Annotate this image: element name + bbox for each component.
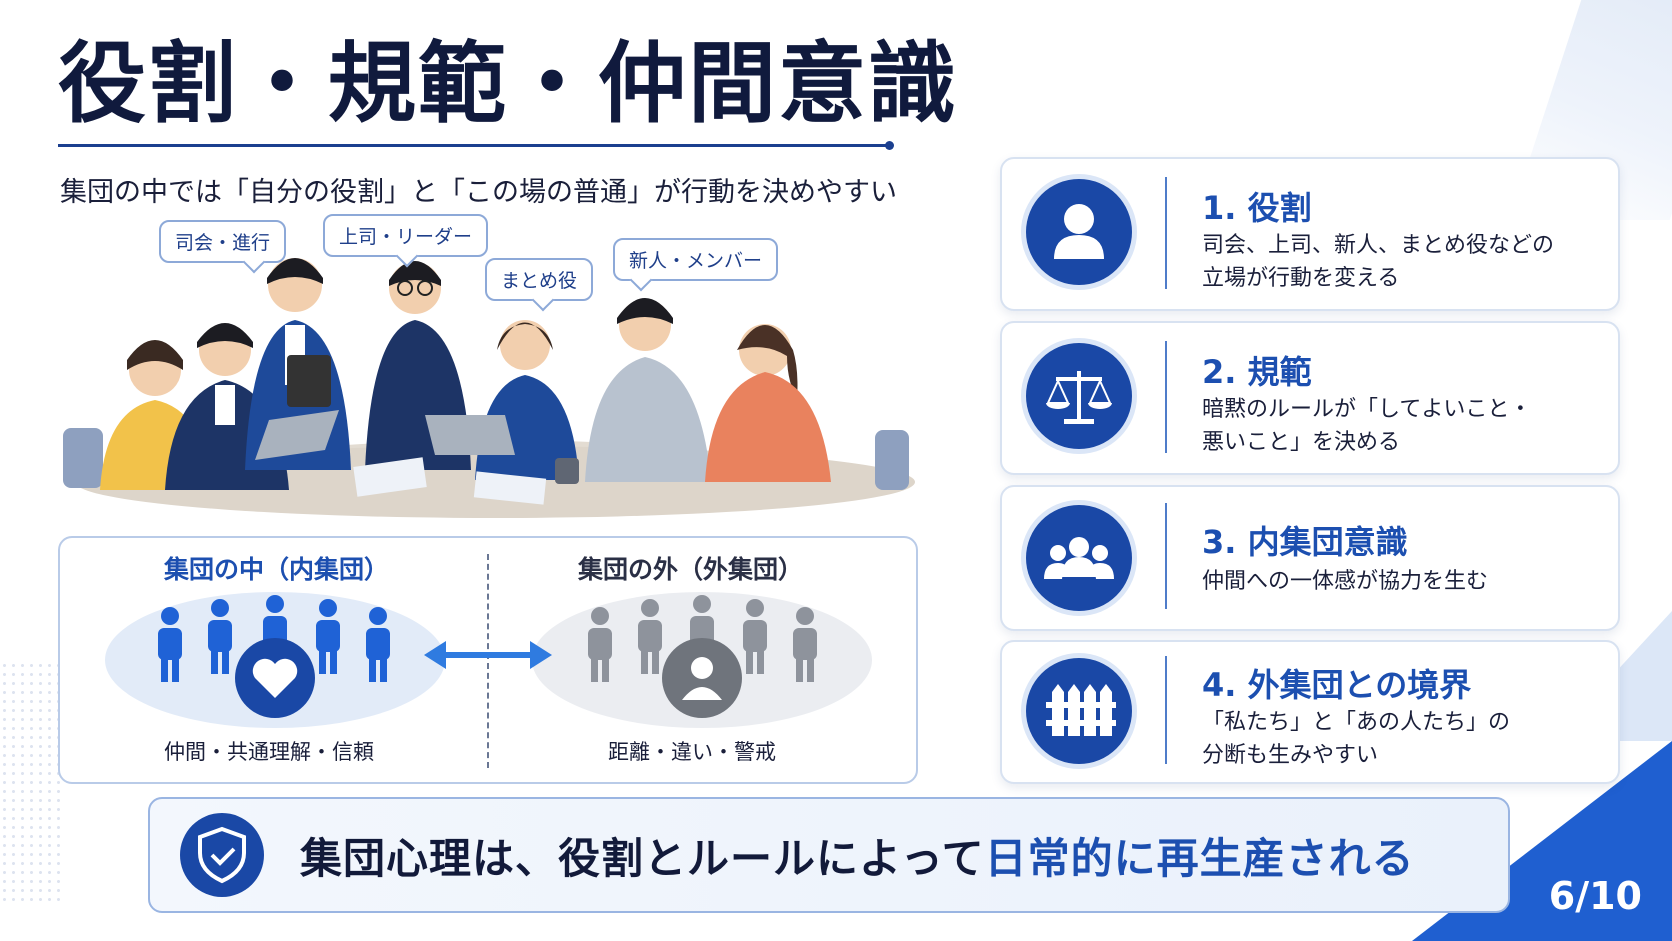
- bubble-newcomer-member: 新人・メンバー: [613, 238, 779, 281]
- card-divider: [1165, 656, 1167, 764]
- page-title: 役割・規範・仲間意識: [58, 32, 959, 135]
- card-description-line1: 「私たち」と「あの人たち」の: [1202, 710, 1511, 735]
- summary-text-main: 集団心理は、役割とルールによって: [300, 834, 985, 883]
- in-group-label: 集団の中（内集団）: [164, 555, 390, 584]
- group-comparison-box: 集団の中（内集団） 集団の外（外集団）: [58, 536, 918, 784]
- out-group-caption: 距離・違い・警戒: [608, 740, 776, 764]
- in-group-caption: 仲間・共通理解・信頼: [164, 740, 374, 764]
- bubble-boss-leader: 上司・リーダー: [323, 214, 489, 257]
- title-underline: [58, 141, 894, 150]
- page-number: 6/10: [1548, 874, 1642, 918]
- out-group-label: 集団の外（外集団）: [578, 555, 804, 584]
- card-description-line1: 仲間への一体感が協力を生む: [1202, 569, 1489, 594]
- card-norms: 2. 規範 暗黙のルールが「してよいこと・ 悪いこと」を決める: [1000, 321, 1620, 475]
- double-arrow-icon: [424, 641, 552, 669]
- meeting-illustration: 司会・進行 上司・リーダー まとめ役 新人・メンバー: [55, 214, 925, 600]
- meeting-scene: [55, 258, 925, 600]
- card-description-line1: 暗黙のルールが「してよいこと・: [1202, 397, 1532, 422]
- shield-check-icon: [180, 813, 264, 897]
- person-icon: [662, 638, 742, 718]
- card-divider: [1165, 177, 1167, 289]
- summary-text: 集団心理は、役割とルールによって日常的に再生産される: [300, 825, 1415, 886]
- card-title: 3. 内集団意識: [1202, 523, 1408, 561]
- group-icon: [1026, 505, 1132, 611]
- group-figures: [105, 592, 872, 728]
- heart-icon: [235, 638, 315, 718]
- group-divider: [487, 554, 489, 768]
- scales-icon: [1026, 343, 1132, 449]
- page-subtitle: 集団の中では「自分の役割」と「この場の普通」が行動を決めやすい: [60, 177, 897, 208]
- card-divider: [1165, 341, 1167, 453]
- card-description-line2: 分断も生みやすい: [1202, 743, 1379, 768]
- card-description-line2: 悪いこと」を決める: [1202, 430, 1401, 455]
- bubble-facilitator: 司会・進行: [159, 220, 287, 263]
- card-title: 1. 役割: [1202, 189, 1312, 227]
- card-role: 1. 役割 司会、上司、新人、まとめ役などの 立場が行動を変える: [1000, 157, 1620, 311]
- card-description-line2: 立場が行動を変える: [1202, 266, 1400, 291]
- card-outgroup: 4. 外集団との境界 「私たち」と「あの人たち」の 分断も生みやすい: [1000, 640, 1620, 784]
- bubble-coordinator: まとめ役: [485, 258, 594, 301]
- card-title: 2. 規範: [1202, 353, 1312, 391]
- card-title: 4. 外集団との境界: [1202, 666, 1472, 704]
- summary-text-highlight: 日常的に再生産される: [984, 834, 1415, 883]
- card-divider: [1165, 503, 1167, 609]
- dot-pattern: [0, 661, 60, 901]
- card-ingroup: 3. 内集団意識 仲間への一体感が協力を生む: [1000, 485, 1620, 631]
- summary-banner: 集団心理は、役割とルールによって日常的に再生産される: [148, 797, 1510, 913]
- card-description-line1: 司会、上司、新人、まとめ役などの: [1202, 233, 1555, 258]
- person-icon: [1026, 179, 1132, 285]
- fence-icon: [1026, 658, 1132, 764]
